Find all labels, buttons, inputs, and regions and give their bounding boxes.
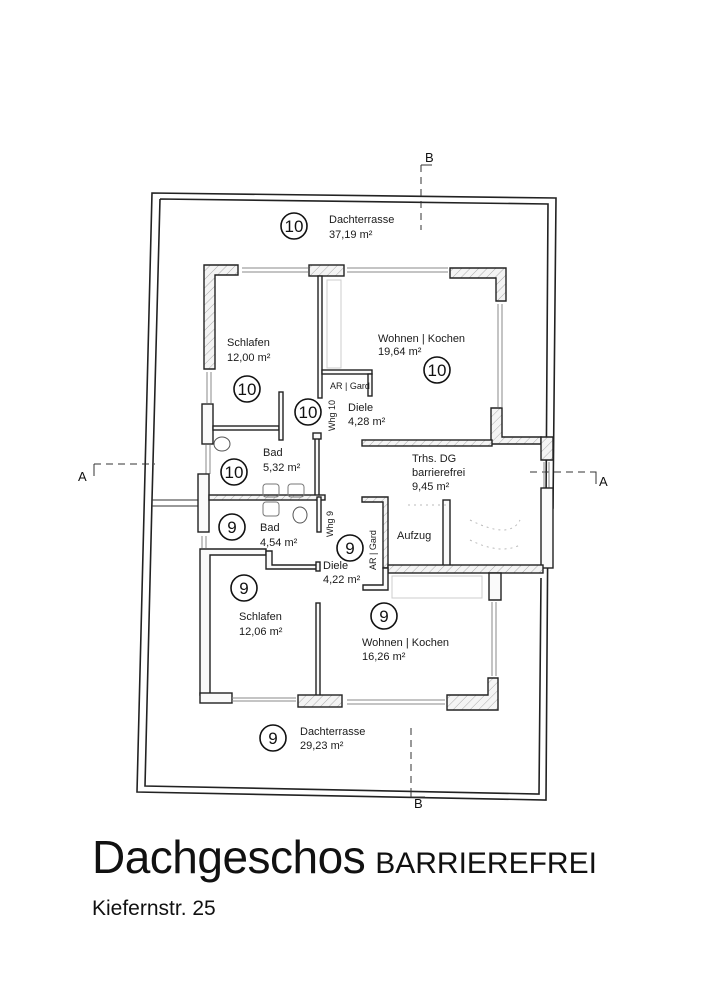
room-name-hall-10: Diele (348, 402, 373, 414)
room-area-terrace-10: 37,19 m² (329, 229, 373, 241)
room-name-terrace-10: Dachterrasse (329, 214, 394, 226)
staircase-area: 9,45 m² (412, 481, 450, 493)
sink-icon (262, 501, 280, 517)
room-area-bath-10: 5,32 m² (263, 462, 301, 474)
unit-marker-bath-10: 10 (220, 458, 248, 486)
svg-text:9: 9 (345, 539, 354, 558)
svg-text:9: 9 (379, 607, 388, 626)
sink-icon (287, 483, 305, 498)
room-name-living-10: Wohnen | Kochen (378, 333, 465, 345)
unit-marker-terrace-9: 9 (259, 724, 287, 752)
room-area-terrace-9: 29,23 m² (300, 740, 344, 752)
room-name-living-9: Wohnen | Kochen (362, 637, 449, 649)
room-labels-apartment-10: Dachterrasse 37,19 m² Schlafen 12,00 m² … (227, 214, 465, 474)
elevator-label: Aufzug (397, 530, 431, 542)
floor-title: Dachgeschos (92, 831, 366, 883)
room-area-bedroom-10: 12,00 m² (227, 352, 271, 364)
floor-subtitle: BARRIEREFREI (375, 847, 597, 880)
section-marker-b-top: B (425, 150, 434, 165)
unit-marker-hall-9: 9 (336, 534, 364, 562)
staircase-name: Trhs. DG (412, 453, 456, 465)
svg-text:10: 10 (428, 361, 447, 380)
room-area-hall-10: 4,28 m² (348, 416, 386, 428)
section-marker-a-right: A (599, 474, 608, 489)
room-name-storage-10: AR | Gard (330, 381, 370, 391)
staircase-note: barrierefrei (412, 467, 465, 479)
unit-marker-bedroom-10: 10 (233, 375, 261, 403)
section-line-a: A A (78, 463, 608, 489)
toilet-icon (292, 506, 308, 524)
sink-icon (262, 483, 280, 498)
svg-text:10: 10 (285, 217, 304, 236)
svg-text:10: 10 (299, 403, 318, 422)
room-name-bedroom-9: Schlafen (239, 611, 282, 623)
corridor-label-9: Whg 9 (325, 511, 335, 537)
unit-marker-bath-9: 9 (218, 513, 246, 541)
kitchen-counter-icon (326, 279, 342, 369)
address-label: Kiefernstr. 25 (92, 897, 216, 920)
unit-marker-bedroom-9: 9 (230, 574, 258, 602)
section-marker-a-left: A (78, 469, 87, 484)
svg-text:10: 10 (238, 380, 257, 399)
svg-text:9: 9 (239, 579, 248, 598)
kitchen-counter-icon (391, 575, 483, 599)
walls-apartment-10 (201, 264, 542, 498)
unit-marker-hall-10: 10 (294, 398, 322, 426)
unit-marker-living-10: 10 (423, 356, 451, 384)
svg-text:9: 9 (268, 729, 277, 748)
room-area-living-9: 16,26 m² (362, 651, 406, 663)
room-area-hall-9: 4,22 m² (323, 574, 361, 586)
room-area-living-10: 19,64 m² (378, 346, 422, 358)
corridor-label-10: Whg 10 (327, 400, 337, 431)
room-name-hall-9: Diele (323, 560, 348, 572)
svg-text:9: 9 (227, 518, 236, 537)
room-area-bedroom-9: 12,06 m² (239, 626, 283, 638)
room-name-bath-9: Bad (260, 522, 280, 534)
room-name-bath-10: Bad (263, 447, 283, 459)
unit-marker-terrace-10: 10 (280, 212, 308, 240)
drawing-title: Dachgeschos BARRIEREFREI (92, 830, 597, 884)
section-line-b: B B (410, 150, 434, 811)
bathroom-fixtures (213, 279, 483, 599)
unit-marker-living-9: 9 (370, 602, 398, 630)
room-area-bath-9: 4,54 m² (260, 537, 298, 549)
room-name-bedroom-10: Schlafen (227, 337, 270, 349)
room-labels-apartment-9: Bad 4,54 m² Whg 9 AR | Gard Diele 4,22 m… (239, 511, 449, 752)
room-name-terrace-9: Dachterrasse (300, 726, 365, 738)
toilet-icon (213, 436, 231, 452)
unit-markers: 10 10 10 10 10 9 9 9 9 9 (218, 212, 451, 752)
room-name-storage-9: AR | Gard (368, 530, 378, 570)
section-marker-b-bottom: B (414, 796, 423, 811)
room-labels-stair-core: Trhs. DG barrierefrei 9,45 m² Aufzug (397, 453, 465, 542)
svg-text:10: 10 (225, 463, 244, 482)
